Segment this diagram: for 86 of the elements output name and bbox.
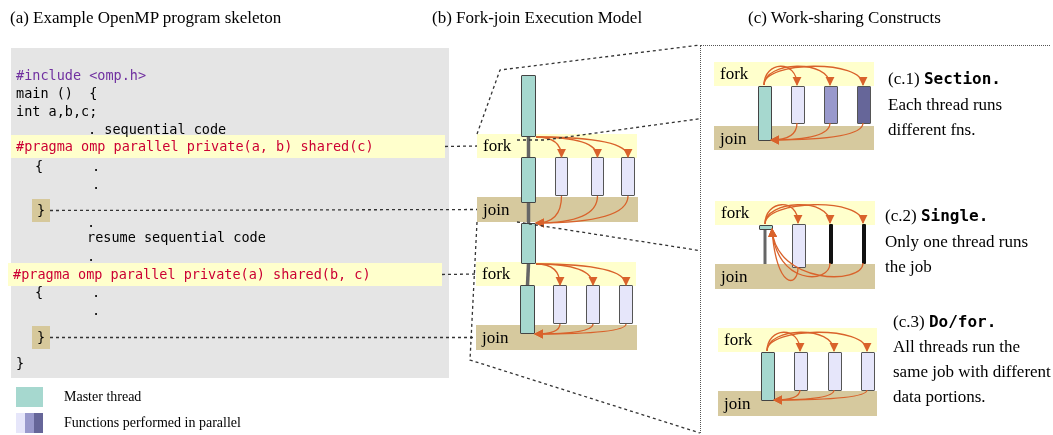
panel-title: (a) Example OpenMP program skeleton bbox=[10, 8, 282, 28]
thread-bar bbox=[862, 224, 866, 264]
arrow bbox=[773, 389, 868, 405]
construct-description: (c.2) Single. bbox=[885, 205, 990, 227]
dashed-line bbox=[49, 208, 478, 212]
parallel-thread-bar bbox=[824, 86, 838, 124]
construct-description: (c.1) Section. bbox=[888, 68, 1002, 90]
join-label: join bbox=[714, 126, 754, 150]
code-line: . sequential code bbox=[88, 120, 227, 138]
code-line: { bbox=[35, 157, 44, 175]
thread-line bbox=[526, 203, 531, 223]
panel-title: (c) Work-sharing Constructs bbox=[748, 8, 941, 28]
dotted-frame bbox=[700, 45, 1050, 433]
parallel-thread-bar bbox=[619, 285, 633, 324]
code-line: main () { bbox=[16, 84, 98, 102]
arrow bbox=[766, 331, 837, 352]
arrow bbox=[770, 122, 864, 145]
join-label: join bbox=[476, 325, 516, 350]
join-label: join bbox=[718, 391, 758, 416]
parallel-thread-bar bbox=[553, 285, 567, 324]
master-thread-bar bbox=[521, 223, 536, 264]
master-thread-bar bbox=[521, 75, 536, 137]
join-label: join bbox=[477, 197, 517, 222]
code-line: . bbox=[87, 213, 96, 231]
parallel-thread-bar bbox=[621, 157, 635, 196]
master-thread-bar bbox=[759, 225, 773, 230]
dashed-line bbox=[469, 221, 701, 434]
arrow bbox=[766, 331, 804, 352]
code-line: . bbox=[92, 175, 101, 193]
arrow bbox=[764, 204, 802, 225]
parallel-thread-bar bbox=[591, 157, 604, 196]
code-line: . bbox=[92, 283, 101, 301]
construct-description: All threads run the same job with different data portions. bbox=[893, 336, 1051, 408]
parallel-thread-bar bbox=[792, 224, 806, 268]
join-label: join bbox=[715, 264, 755, 289]
arrow bbox=[535, 263, 629, 286]
parallel-thread-bar bbox=[861, 352, 875, 391]
fork-label: fork bbox=[718, 328, 758, 352]
code-line: . bbox=[92, 157, 101, 175]
fork-label: fork bbox=[715, 201, 755, 225]
parallel-thread-bar bbox=[791, 86, 805, 124]
dashed-line bbox=[516, 118, 701, 141]
code-line: int a,b,c; bbox=[16, 102, 98, 120]
fork-label: fork bbox=[477, 134, 517, 158]
arrow bbox=[764, 204, 833, 225]
construct-description: Only one thread runs the job bbox=[885, 231, 1030, 278]
highlighted-brace: } bbox=[32, 199, 50, 222]
parallel-thread-bar bbox=[828, 352, 842, 391]
code-line: . bbox=[87, 247, 96, 265]
legend-label: Master thread bbox=[64, 388, 142, 406]
parallel-thread-bar bbox=[555, 157, 568, 196]
master-thread-bar bbox=[520, 285, 535, 334]
panel-title: (b) Fork-join Execution Model bbox=[432, 8, 643, 28]
arrow bbox=[534, 323, 627, 339]
code-line: resume sequential code bbox=[87, 228, 266, 246]
arrow bbox=[763, 65, 801, 86]
code-line: } bbox=[16, 354, 25, 372]
parallel-thread-bar bbox=[857, 86, 871, 124]
code-panel bbox=[11, 48, 449, 378]
arrow bbox=[535, 136, 631, 158]
thread-line bbox=[525, 263, 531, 286]
fork-label: fork bbox=[476, 262, 516, 286]
code-line: #include <omp.h> bbox=[16, 66, 147, 84]
dashed-line bbox=[516, 221, 701, 252]
arrow bbox=[763, 65, 833, 86]
fork-label: fork bbox=[714, 62, 754, 86]
thread-line bbox=[526, 137, 531, 157]
master-thread-bar bbox=[758, 86, 772, 141]
master-thread-bar bbox=[761, 352, 775, 401]
dashed-line bbox=[441, 273, 477, 276]
thread-bar bbox=[829, 224, 833, 264]
construct-description: (c.3) Do/for. bbox=[893, 311, 998, 333]
legend-label: Functions performed in parallel bbox=[64, 414, 241, 432]
arrow bbox=[763, 65, 865, 86]
code-line: { bbox=[35, 283, 44, 301]
master-thread-bar bbox=[521, 157, 536, 203]
arrow bbox=[766, 331, 869, 352]
construct-description: Each thread runs different fns. bbox=[888, 94, 1004, 141]
dashed-line bbox=[444, 145, 478, 148]
code-line: . bbox=[92, 301, 101, 319]
parallel-thread-bar bbox=[586, 285, 600, 324]
parallel-thread-bar bbox=[794, 352, 808, 391]
arrow bbox=[535, 195, 629, 228]
arrow bbox=[769, 228, 864, 278]
arrow bbox=[764, 204, 865, 225]
highlighted-brace: } bbox=[32, 326, 50, 349]
